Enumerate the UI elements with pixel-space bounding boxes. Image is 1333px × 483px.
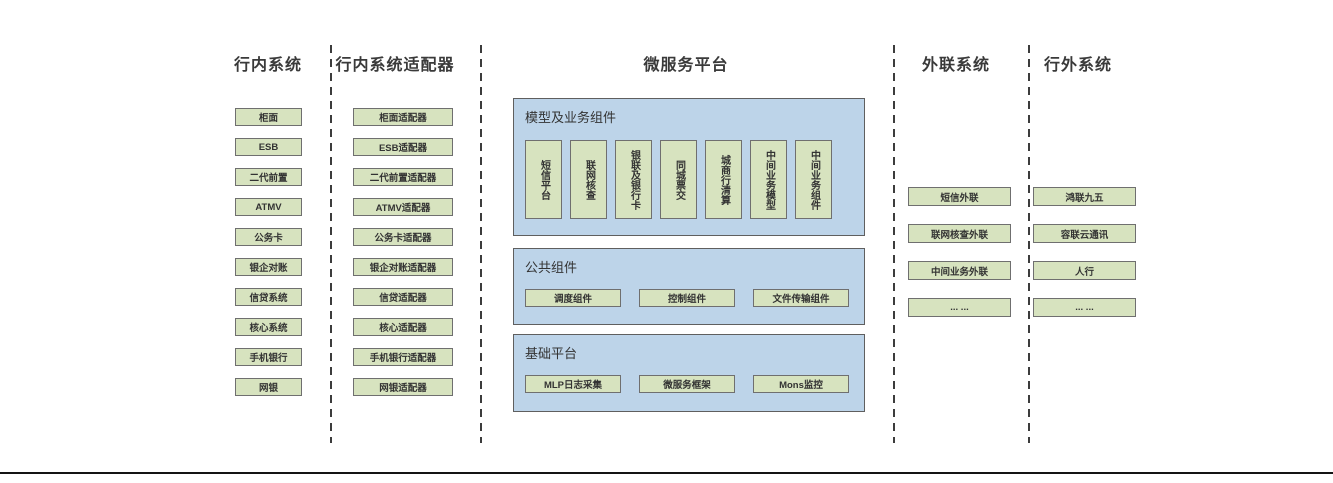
outside-system-box: 容联云通讯	[1033, 224, 1136, 243]
divider-3	[893, 45, 895, 443]
internal-system-box: 网银	[235, 378, 302, 396]
model-component-box: 银联及银行卡	[615, 140, 652, 219]
adapter-box: ATMV适配器	[353, 198, 453, 216]
model-component-box: 同城票交	[660, 140, 697, 219]
adapter-box: 核心适配器	[353, 318, 453, 336]
model-component-box: 城商行清算	[705, 140, 742, 219]
internal-system-box: 银企对账	[235, 258, 302, 276]
internal-system-box: 柜面	[235, 108, 302, 126]
column-header-external-link-systems: 外联系统	[921, 57, 990, 74]
panel-title: 基础平台	[525, 346, 578, 361]
panel-title: 公共组件	[525, 260, 578, 275]
base-platform-box: MLP日志采集	[525, 375, 621, 393]
divider-4	[1028, 45, 1030, 443]
adapter-column: 柜面适配器 ESB适配器 二代前置适配器 ATMV适配器 公务卡适配器 银企对账…	[353, 108, 453, 396]
internal-system-box: ATMV	[235, 198, 302, 216]
model-component-box: 联网核查	[570, 140, 607, 219]
external-link-box: 短信外联	[908, 187, 1011, 206]
base-platform-box: Mons监控	[753, 375, 849, 393]
adapter-box: 公务卡适配器	[353, 228, 453, 246]
common-component-box: 文件传输组件	[753, 289, 849, 307]
adapter-box: ESB适配器	[353, 138, 453, 156]
panel-common-components: 公共组件 调度组件 控制组件 文件传输组件	[513, 248, 865, 325]
internal-systems-column: 柜面 ESB 二代前置 ATMV 公务卡 银企对账 信贷系统 核心系统 手机银行…	[235, 108, 302, 396]
outside-system-box: 鸿联九五	[1033, 187, 1136, 206]
internal-system-box: 公务卡	[235, 228, 302, 246]
internal-system-box: 手机银行	[235, 348, 302, 366]
panel-model-business-components: 模型及业务组件 短信平台 联网核查 银联及银行卡 同城票交 城商行清算 中间业务…	[513, 98, 865, 236]
adapter-box: 网银适配器	[353, 378, 453, 396]
adapter-box: 柜面适配器	[353, 108, 453, 126]
common-component-row: 调度组件 控制组件 文件传输组件	[525, 289, 849, 307]
panel-base-platform: 基础平台 MLP日志采集 微服务框架 Mons监控	[513, 334, 865, 412]
outside-system-box-more: ... ...	[1033, 298, 1136, 317]
outside-system-box: 人行	[1033, 261, 1136, 280]
internal-system-box: 二代前置	[235, 168, 302, 186]
divider-1	[330, 45, 332, 443]
external-link-box-more: ... ...	[908, 298, 1011, 317]
internal-system-box: 核心系统	[235, 318, 302, 336]
base-platform-row: MLP日志采集 微服务框架 Mons监控	[525, 375, 849, 393]
common-component-box: 调度组件	[525, 289, 621, 307]
bottom-rule	[0, 472, 1333, 474]
column-header-microservice-platform: 微服务平台	[643, 57, 729, 74]
external-link-box: 中间业务外联	[908, 261, 1011, 280]
divider-2	[480, 45, 482, 443]
adapter-box: 银企对账适配器	[353, 258, 453, 276]
panel-title: 模型及业务组件	[525, 110, 617, 125]
adapter-box: 二代前置适配器	[353, 168, 453, 186]
model-component-box: 中间业务组件	[795, 140, 832, 219]
model-component-box: 中间业务模型	[750, 140, 787, 219]
internal-system-box: 信贷系统	[235, 288, 302, 306]
column-header-internal-adapters: 行内系统适配器	[335, 57, 455, 74]
internal-system-box: ESB	[235, 138, 302, 156]
adapter-box: 信贷适配器	[353, 288, 453, 306]
base-platform-box: 微服务框架	[639, 375, 735, 393]
external-link-box: 联网核查外联	[908, 224, 1011, 243]
column-header-outside-systems: 行外系统	[1043, 57, 1112, 74]
model-component-row: 短信平台 联网核查 银联及银行卡 同城票交 城商行清算 中间业务模型 中间业务组…	[525, 140, 832, 219]
outside-systems-column: 鸿联九五 容联云通讯 人行 ... ...	[1033, 187, 1136, 317]
external-link-column: 短信外联 联网核查外联 中间业务外联 ... ...	[908, 187, 1011, 317]
column-header-internal-systems: 行内系统	[233, 57, 302, 74]
adapter-box: 手机银行适配器	[353, 348, 453, 366]
model-component-box: 短信平台	[525, 140, 562, 219]
common-component-box: 控制组件	[639, 289, 735, 307]
